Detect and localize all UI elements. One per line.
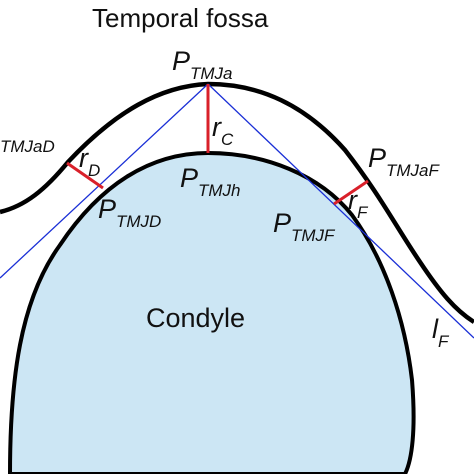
label-p-tmjh: PTMJh [180, 163, 241, 200]
label-r-c: rC [212, 112, 234, 149]
tangent-line-d [0, 83, 209, 279]
label-p-tmjf: PTMJF [273, 208, 336, 245]
label-p-tmja: PTMJa [172, 46, 233, 83]
label-r-f: rF [348, 185, 369, 222]
label-p-tmjad: TMJaD [0, 137, 55, 156]
label-p-tmjaf: PTMJaF [368, 143, 441, 180]
label-r-d: rD [79, 143, 100, 180]
title: Temporal fossa [92, 3, 269, 33]
label-p-tmjd: PTMJD [98, 194, 161, 231]
label-l-f: lF [432, 314, 450, 351]
condyle-outline [7, 150, 416, 474]
label-condyle: Condyle [146, 303, 245, 333]
distance-r-f [333, 179, 369, 206]
tangent-line-f [207, 83, 474, 339]
distance-r-d [66, 161, 104, 190]
